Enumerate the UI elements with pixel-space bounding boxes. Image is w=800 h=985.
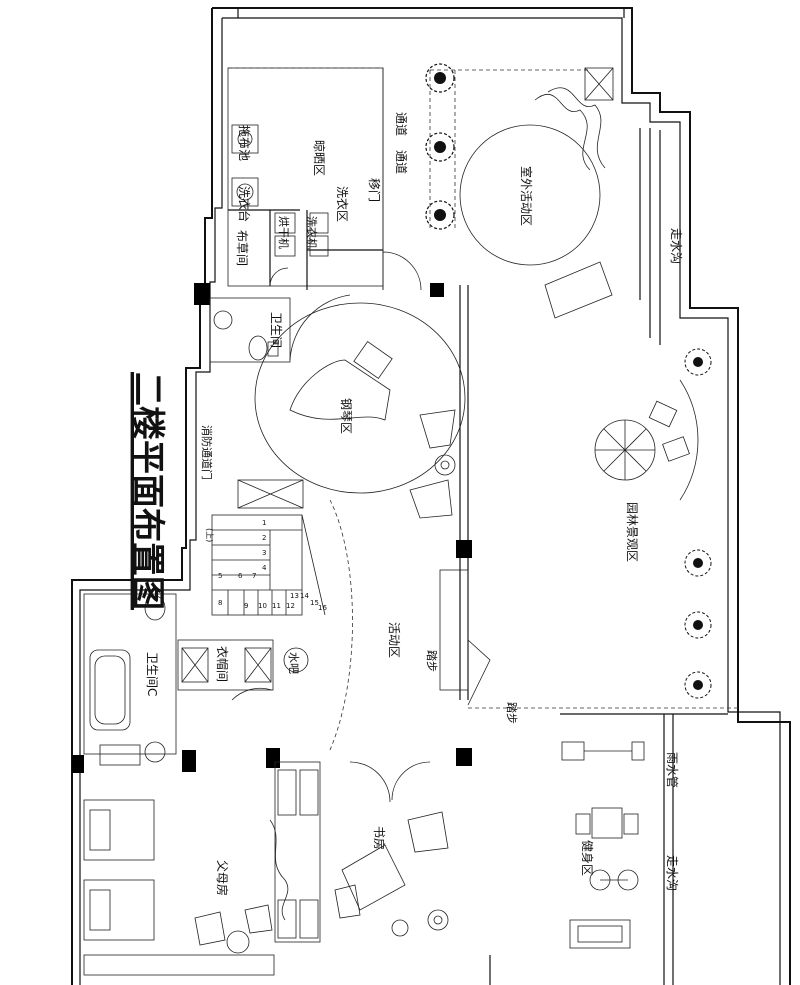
- tree-icon: [684, 348, 712, 376]
- title-text: 二楼平面布置图: [127, 372, 167, 610]
- tree-icon: [425, 132, 455, 162]
- label-parents-room: 父母房: [215, 860, 230, 896]
- wardrobe-shapes: [177, 639, 309, 701]
- label-sliding-door: 移门: [367, 178, 382, 202]
- parents-room-shapes: [83, 799, 275, 976]
- label-garden: 园林景观区: [625, 502, 639, 562]
- stair-step-number: 10: [258, 602, 267, 610]
- tree-icon: [684, 611, 712, 639]
- label-rain-pipe: 雨水管: [665, 752, 680, 788]
- label-linen-room: 布草间: [235, 230, 249, 266]
- label-drain-1: 走水沟: [669, 228, 683, 264]
- labels: 二楼平面布置图 室外活动区 园林景观区 走水沟 走水沟 雨水管 健身区 拖布池 …: [127, 112, 683, 896]
- label-wardrobe: 衣帽间: [215, 646, 230, 682]
- stair-step-number: 11: [272, 602, 281, 610]
- exterior-walls: [71, 7, 791, 985]
- umbrella-icon: [594, 419, 656, 481]
- garden-trees: [594, 348, 712, 699]
- stair-step-number: 16: [318, 604, 327, 612]
- tree-icon: [684, 549, 712, 577]
- stair-step-number: 3: [262, 549, 266, 557]
- bathroom-c-shapes: [83, 593, 177, 766]
- label-bar: 水吧: [287, 652, 300, 674]
- stair-step-number: 15: [310, 599, 319, 607]
- label-passage-2: 通道: [394, 150, 408, 174]
- label-bathroom-c: 卫生间C: [145, 652, 159, 696]
- activity-area-shapes: [329, 499, 740, 751]
- stair-step-number: 1: [262, 519, 266, 527]
- label-outdoor-activity: 室外活动区: [519, 166, 534, 226]
- label-washing-table: 洗衣台: [237, 186, 252, 222]
- label-drain-2: 走水沟: [665, 855, 679, 891]
- label-dryer: 烘干机: [277, 216, 291, 249]
- staircase: [72, 479, 472, 773]
- study-shapes: [269, 761, 449, 943]
- label-passage-1: 通道: [394, 112, 408, 136]
- stair-step-number: 9: [244, 602, 248, 610]
- label-bathroom-upper: 卫生间: [269, 312, 283, 348]
- label-piano-area: 钢琴区: [339, 398, 353, 434]
- stairs-up-note: (上): [205, 528, 214, 542]
- label-activity-area: 活动区: [387, 622, 401, 658]
- stair-step-number: 12: [286, 602, 295, 610]
- label-step-1: 踏步: [425, 650, 439, 672]
- label-fire-door: 消防通道门: [200, 425, 214, 480]
- outdoor-area-shapes: [459, 67, 614, 700]
- tree-icon: [425, 63, 455, 93]
- piano-area-shapes: [254, 302, 466, 519]
- bathroom-upper-shapes: [209, 294, 351, 363]
- label-laundry-area: 洗衣区: [335, 186, 350, 222]
- tree-row: [425, 63, 590, 230]
- stair-step-number: 7: [252, 572, 256, 580]
- label-step-2: 踏步: [505, 702, 519, 724]
- label-study: 书房: [372, 826, 387, 850]
- stair-step-number: 13: [290, 592, 299, 600]
- label-gym: 健身区: [580, 840, 595, 876]
- stair-step-number: 14: [300, 592, 309, 600]
- laundry-block: [194, 67, 444, 305]
- stair-step-number: 2: [262, 534, 266, 542]
- stair-step-number: 6: [238, 572, 243, 580]
- gym-equipment: [561, 741, 645, 949]
- label-mop-pool: 拖布池: [237, 125, 251, 161]
- label-washer: 洗衣机: [305, 216, 319, 249]
- stair-step-number: 4: [262, 564, 267, 572]
- label-drying-area: 晾晒区: [312, 140, 327, 176]
- stair-step-number: 5: [218, 572, 222, 580]
- tree-icon: [425, 200, 455, 230]
- tree-icon: [684, 671, 712, 699]
- stair-step-number: 8: [218, 599, 222, 607]
